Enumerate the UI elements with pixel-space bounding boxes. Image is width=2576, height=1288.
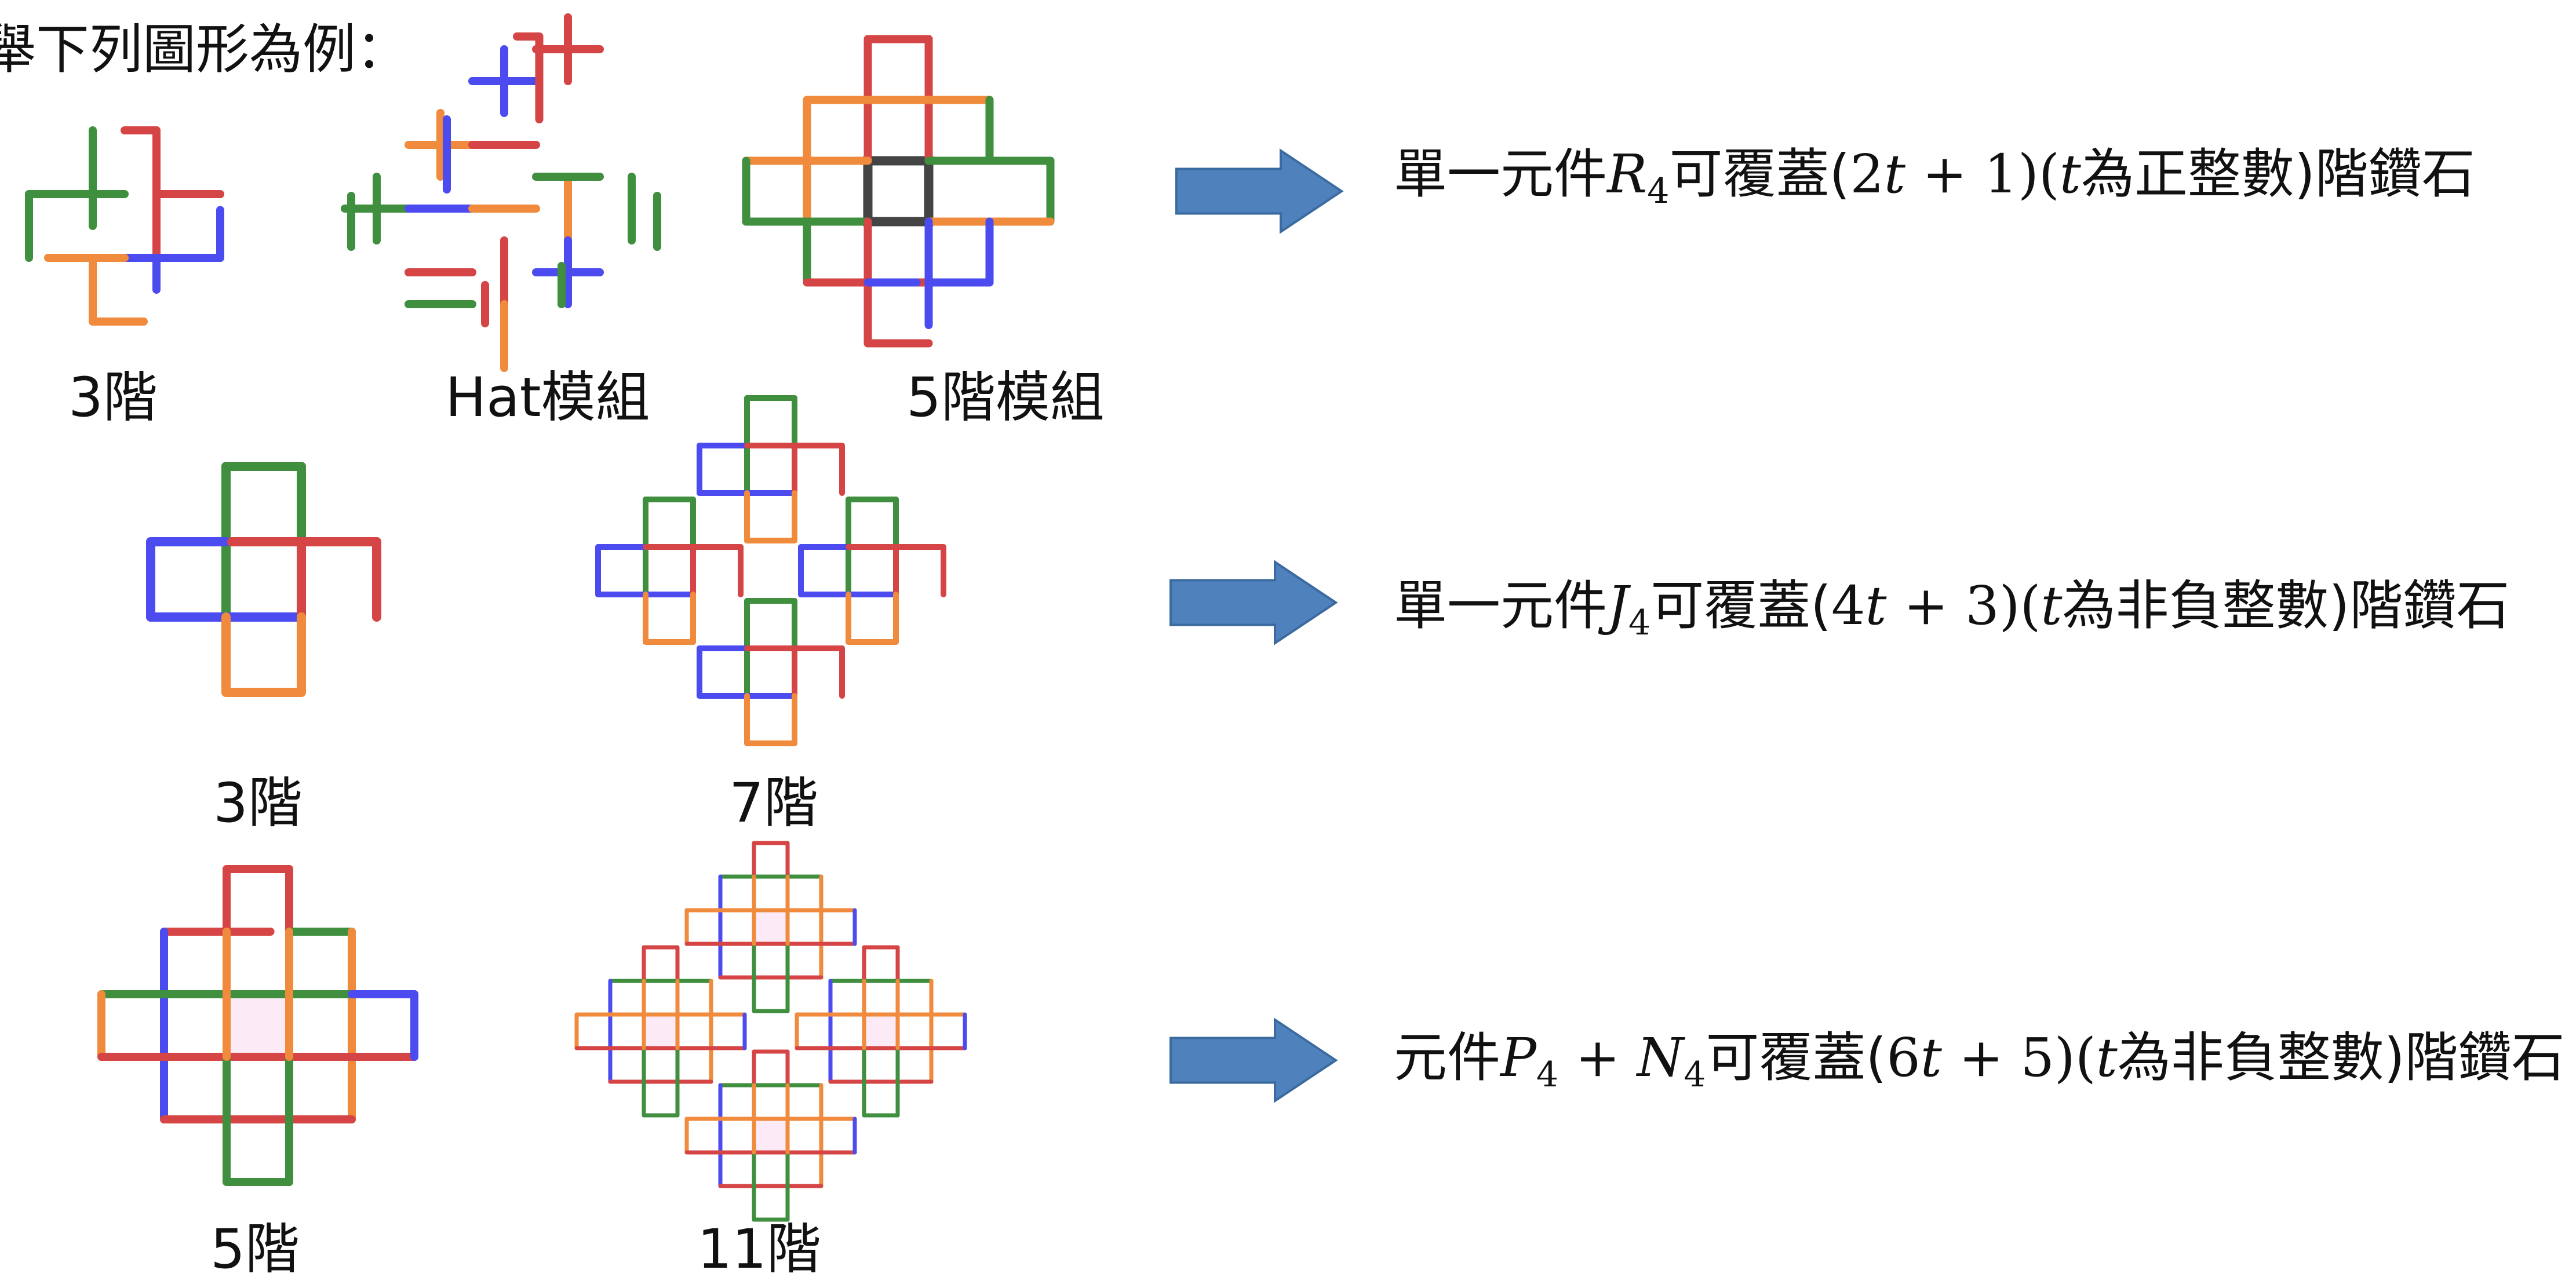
symbol-r: R [1607, 143, 1648, 205]
center-cell [752, 1116, 790, 1155]
statement-p4-n4: 元件P4 + N4可覆蓋(6t + 5)(t為非負整數)階鑽石 [1394, 1031, 2565, 1093]
intro-text: 舉下列圖形為例： [0, 19, 410, 81]
statement-p4-middle: 可覆蓋( [1706, 1027, 1887, 1089]
statement-r4-variable-2: t [2059, 143, 2081, 205]
caption-row1-5th-module: 5階模組 [906, 366, 1105, 429]
statement-r4: 單一元件R4可覆蓋(2t + 1)(t為正整數)階鑽石 [1394, 148, 2475, 209]
figure-r4-3rd-order [25, 126, 224, 326]
symbol-n-subscript: 4 [1684, 1055, 1706, 1095]
statement-j4-suffix: 為非負整數)階鑽石 [2062, 575, 2510, 637]
arrow-right-icon [1169, 1017, 1338, 1103]
statement-j4-variable: t [1865, 575, 1887, 637]
statement-p4-suffix: 為非負整數)階鑽石 [2117, 1027, 2565, 1089]
figure-p4-n4-11th-order [574, 841, 967, 1222]
statement-p4-variable-2: t [2096, 1027, 2118, 1089]
arrow-right-icon [1169, 560, 1338, 645]
symbol-p: P [1500, 1027, 1536, 1089]
statement-p4-expression-rest: + 5)( [1941, 1027, 2096, 1089]
statement-j4-prefix: 單一元件 [1394, 575, 1608, 637]
statement-r4-prefix: 單一元件 [1394, 143, 1608, 205]
statement-r4-symbol: R4 [1607, 143, 1669, 209]
symbol-j-subscript: 4 [1628, 603, 1651, 643]
center-cell [862, 1012, 900, 1050]
statement-r4-variable: t [1883, 143, 1905, 205]
statement-p4-symbol: P4 [1500, 1027, 1558, 1093]
caption-row3-5th-order: 5階 [210, 1218, 300, 1281]
center-cell [752, 908, 790, 946]
arrow-row3 [1169, 1017, 1338, 1103]
arrow-row2 [1169, 560, 1338, 645]
statement-r4-expression-rest: + 1)( [1905, 143, 2060, 205]
caption-row3-11th-order: 11階 [697, 1218, 821, 1281]
figure-p4-n4-5th-order [97, 865, 418, 1186]
caption-row1-3rd-order: 3階 [68, 366, 158, 429]
statement-j4-coefficient: 4 [1831, 575, 1865, 637]
arrow-right-icon [1175, 148, 1344, 234]
figure-hat-module [341, 13, 661, 372]
statement-j4-expression-rest: + 3)( [1886, 575, 2041, 637]
statement-r4-suffix: 為正整數)階鑽石 [2081, 143, 2475, 205]
symbol-r-subscript: 4 [1647, 171, 1670, 211]
statement-n4-symbol: N4 [1637, 1027, 1706, 1093]
statement-j4: 單一元件J4可覆蓋(4t + 3)(t為非負整數)階鑽石 [1394, 579, 2509, 641]
statement-p4-variable: t [1920, 1027, 1942, 1089]
statement-p4-coefficient: 6 [1886, 1027, 1921, 1089]
statement-p4-plus: + [1558, 1027, 1637, 1089]
figure-j4-3rd-order [146, 462, 381, 697]
caption-row1-hat-module: Hat模組 [445, 366, 650, 429]
center-cell [223, 990, 293, 1061]
statement-r4-middle: 可覆蓋( [1669, 143, 1850, 205]
symbol-p-subscript: 4 [1536, 1055, 1559, 1095]
center-cell [863, 156, 934, 227]
statement-j4-symbol: J4 [1607, 575, 1650, 641]
symbol-n: N [1637, 1027, 1684, 1089]
figure-j4-7th-order [595, 395, 946, 746]
caption-row2-7th-order: 7階 [729, 772, 818, 835]
caption-row2-3rd-order: 3階 [213, 772, 303, 835]
statement-j4-variable-2: t [2041, 575, 2063, 637]
statement-j4-middle: 可覆蓋( [1650, 575, 1831, 637]
center-cell [642, 1012, 680, 1050]
statement-p4-prefix: 元件 [1394, 1027, 1501, 1089]
statement-r4-coefficient: 2 [1850, 143, 1884, 205]
figure-5th-order-module [742, 35, 1055, 348]
arrow-row1 [1175, 148, 1344, 234]
symbol-j: J [1607, 575, 1628, 637]
